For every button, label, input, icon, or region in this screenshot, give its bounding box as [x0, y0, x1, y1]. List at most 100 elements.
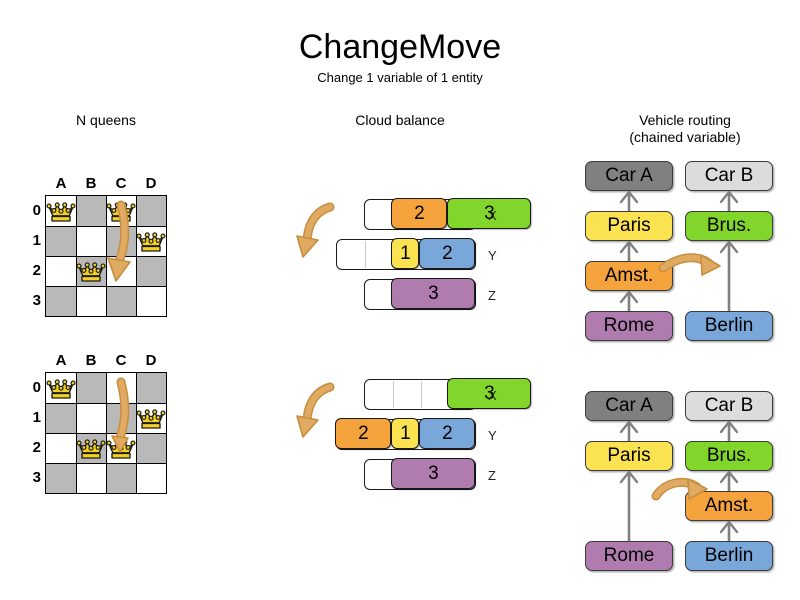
- vrp-after-node-rome[interactable]: Rome: [585, 541, 673, 571]
- chain-link-brus-to-carb-after: [719, 420, 739, 441]
- process-value: 2: [442, 242, 453, 264]
- queen-piece-c2[interactable]: [106, 436, 136, 466]
- queen-piece-c0[interactable]: [106, 199, 136, 229]
- queen-piece-a0[interactable]: [46, 376, 76, 406]
- board-cell-d0[interactable]: [136, 196, 166, 226]
- board-column-label-b: B: [85, 175, 97, 192]
- node-label: Amst.: [704, 495, 754, 516]
- vrp-after-node-brus[interactable]: Brus.: [685, 441, 773, 471]
- board-cell-c3[interactable]: [106, 463, 136, 493]
- node-label: Rome: [603, 315, 655, 336]
- board-cell-a3[interactable]: [46, 286, 76, 316]
- board-cell-a2[interactable]: [46, 256, 76, 286]
- vrp-before-node-carb[interactable]: Car B: [685, 161, 773, 191]
- board-column-label-a: A: [55, 175, 67, 192]
- chain-link-amst-to-paris: [619, 240, 639, 261]
- board-cell-c1[interactable]: [106, 226, 136, 256]
- cloud-before-process-z-0[interactable]: 3: [391, 278, 476, 310]
- board-cell-d2[interactable]: [136, 433, 166, 463]
- queen-piece-d1[interactable]: [136, 406, 166, 436]
- chain-link-paris-to-cara-after: [619, 420, 639, 441]
- empty-slot-divider: [393, 381, 394, 408]
- vrp-after-node-paris[interactable]: Paris: [585, 441, 673, 471]
- vrp-after-node-berlin[interactable]: Berlin: [685, 541, 773, 571]
- process-value: 1: [400, 422, 411, 444]
- board-cell-b0[interactable]: [76, 373, 106, 403]
- board-column-label-c: C: [115, 175, 127, 192]
- queen-piece-a0[interactable]: [46, 199, 76, 229]
- board-column-label-d: D: [145, 352, 157, 369]
- vrp-before-node-brus[interactable]: Brus.: [685, 211, 773, 241]
- chain-link-brus-to-carb: [719, 190, 739, 211]
- vrp-before-node-cara[interactable]: Car A: [585, 161, 673, 191]
- process-value: 1: [400, 242, 411, 264]
- vrp-after-node-amst[interactable]: Amst.: [685, 491, 773, 521]
- node-label: Car B: [704, 395, 754, 416]
- cloud-after-computer-bar-x[interactable]: 3: [364, 378, 532, 410]
- cloud-after-process-y-2[interactable]: 2: [419, 418, 476, 450]
- queen-piece-d1[interactable]: [136, 229, 166, 259]
- board-cell-a1[interactable]: [46, 226, 76, 256]
- board-cell-d2[interactable]: [136, 256, 166, 286]
- board-gridline: [46, 286, 166, 287]
- node-label: Brus.: [706, 445, 752, 466]
- board-cell-d3[interactable]: [136, 286, 166, 316]
- section-title-cloud-balance: Cloud balance: [355, 112, 445, 128]
- vrp-after-node-carb[interactable]: Car B: [685, 391, 773, 421]
- page-title: ChangeMove: [298, 28, 502, 66]
- board-cell-d0[interactable]: [136, 373, 166, 403]
- vrp-after-node-cara[interactable]: Car A: [585, 391, 673, 421]
- queen-piece-b2[interactable]: [76, 436, 106, 466]
- board-cell-a3[interactable]: [46, 463, 76, 493]
- board-cell-a1[interactable]: [46, 403, 76, 433]
- cloud-after-process-y-0[interactable]: 2: [335, 418, 392, 450]
- board-gridline: [136, 373, 137, 493]
- queen-piece-b2[interactable]: [76, 259, 106, 289]
- vrp-before-node-rome[interactable]: Rome: [585, 311, 673, 341]
- board-cell-a2[interactable]: [46, 433, 76, 463]
- board-cell-b1[interactable]: [76, 403, 106, 433]
- vrp-before-node-berlin[interactable]: Berlin: [685, 311, 773, 341]
- cloud-before-computer-label-x: X: [488, 208, 497, 223]
- board-cell-c0[interactable]: [106, 373, 136, 403]
- cloud-after-process-x-0[interactable]: 3: [447, 378, 532, 410]
- vrp-before-node-paris[interactable]: Paris: [585, 211, 673, 241]
- node-label: Berlin: [704, 545, 754, 566]
- cloud-before-computer-label-z: Z: [488, 288, 496, 303]
- board-cell-b0[interactable]: [76, 196, 106, 226]
- chain-link-amst-to-brus-after: [719, 470, 739, 491]
- cloud-before-process-y-1[interactable]: 2: [419, 238, 476, 270]
- board-cell-c3[interactable]: [106, 286, 136, 316]
- chain-link-paris-to-cara: [619, 190, 639, 211]
- board-cell-b1[interactable]: [76, 226, 106, 256]
- node-label: Berlin: [704, 315, 754, 336]
- node-label: Paris: [607, 215, 651, 236]
- board-column-label-c: C: [115, 352, 127, 369]
- node-label: Rome: [603, 545, 655, 566]
- cloud-before-process-x-1[interactable]: 3: [447, 198, 532, 230]
- cloud-move-arrow-after: [296, 382, 335, 438]
- board-row-label-0: 0: [32, 379, 41, 396]
- cloud-after-process-y-1[interactable]: 1: [391, 418, 420, 450]
- cloud-after-computer-bar-z[interactable]: 3: [364, 458, 476, 490]
- board-cell-b3[interactable]: [76, 463, 106, 493]
- board-cell-c1[interactable]: [106, 403, 136, 433]
- process-value: 3: [484, 202, 495, 224]
- board-cell-d3[interactable]: [136, 463, 166, 493]
- cloud-before-process-x-0[interactable]: 2: [391, 198, 448, 230]
- board-cell-c2[interactable]: [106, 256, 136, 286]
- board-gridline: [46, 433, 166, 434]
- cloud-after-computer-label-y: Y: [488, 428, 497, 443]
- board-column-label-a: A: [55, 352, 67, 369]
- cloud-before-computer-bar-z[interactable]: 3: [364, 278, 476, 310]
- vrp-before-node-amst[interactable]: Amst.: [585, 261, 673, 291]
- board-cell-b3[interactable]: [76, 286, 106, 316]
- cloud-after-computer-label-x: X: [488, 388, 497, 403]
- board-row-label-2: 2: [32, 262, 41, 279]
- cloud-before-process-y-0[interactable]: 1: [391, 238, 420, 270]
- node-label: Car B: [704, 165, 754, 186]
- cloud-after-process-z-0[interactable]: 3: [391, 458, 476, 490]
